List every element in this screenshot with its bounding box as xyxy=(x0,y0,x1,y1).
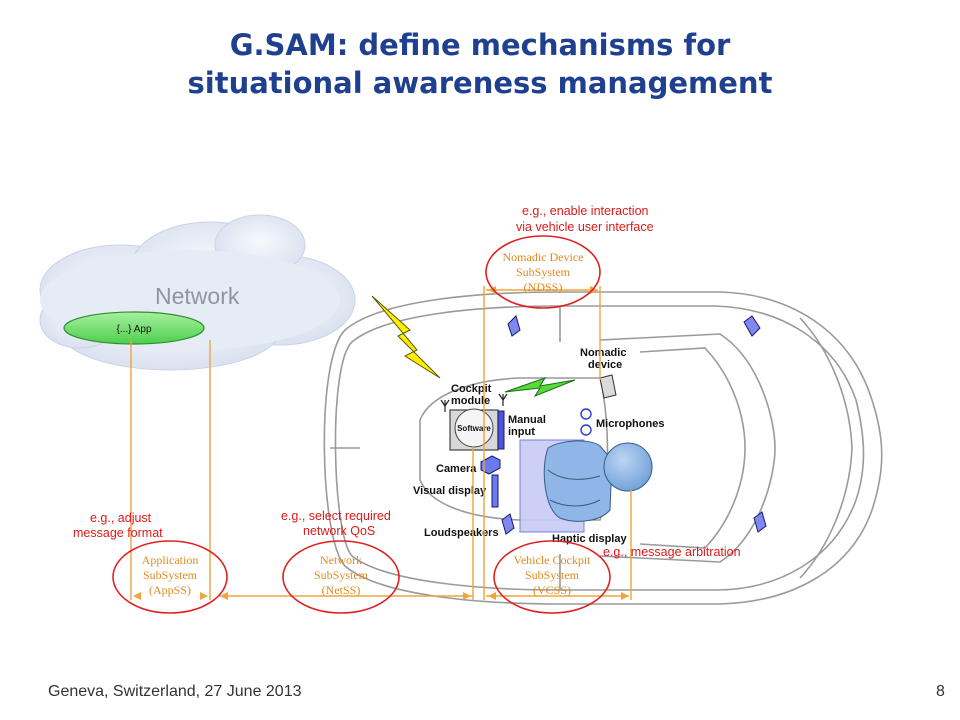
svg-text:Nomadic Device: Nomadic Device xyxy=(503,250,584,264)
antenna-icons xyxy=(440,393,508,412)
subsystem-vehicle-cockpit: Vehicle Cockpit SubSystem (VCSS) xyxy=(493,540,611,614)
subsystem-application: Application SubSystem (AppSS) xyxy=(112,540,228,614)
network-label: Network xyxy=(155,283,240,309)
title-line-2: situational awareness management xyxy=(187,66,773,100)
microphone-icons xyxy=(580,408,592,436)
connector-lines xyxy=(130,286,632,600)
footer-location-date: Geneva, Switzerland, 27 June 2013 xyxy=(48,683,302,700)
annotation-interaction-1: e.g., enable interaction xyxy=(522,204,649,218)
visual-display-label: Visual display xyxy=(413,485,487,497)
svg-text:Network: Network xyxy=(320,553,362,567)
cockpit-module-label-2: module xyxy=(451,395,490,407)
subsystem-nomadic-device: Nomadic Device SubSystem (NDSS) xyxy=(485,235,601,309)
app-label: {...} App xyxy=(116,324,151,335)
svg-text:(VCSS): (VCSS) xyxy=(533,583,571,597)
manual-input-icon xyxy=(497,410,505,450)
lightning-network-icon xyxy=(371,295,441,379)
nomadic-device-label-2: device xyxy=(588,359,622,371)
network-cloud: Network {...} App xyxy=(39,214,356,371)
visual-display-icon xyxy=(491,474,499,508)
svg-text:SubSystem: SubSystem xyxy=(516,265,571,279)
annotation-adjust-1: e.g., adjust xyxy=(90,511,152,525)
svg-text:SubSystem: SubSystem xyxy=(143,568,198,582)
loudspeakers-label: Loudspeakers xyxy=(424,527,499,539)
svg-text:(NetSS): (NetSS) xyxy=(322,583,361,597)
annotation-qos-2: network QoS xyxy=(303,524,375,538)
annotation-qos-1: e.g., select required xyxy=(281,509,391,523)
app-ellipse xyxy=(63,311,205,345)
nomadic-device-icon xyxy=(599,374,617,399)
driver-figure xyxy=(543,440,653,522)
annotation-interaction-2: via vehicle user interface xyxy=(516,220,654,234)
svg-text:SubSystem: SubSystem xyxy=(314,568,369,582)
speaker-icons xyxy=(501,315,767,535)
svg-text:(AppSS): (AppSS) xyxy=(149,583,191,597)
camera-icon xyxy=(480,455,501,475)
camera-label: Camera xyxy=(436,463,477,475)
manual-input-label-2: input xyxy=(508,426,535,438)
microphones-label: Microphones xyxy=(596,418,664,430)
slide-title: G.SAM: define mechanisms for situational… xyxy=(0,26,960,102)
annotation-adjust-2: message format xyxy=(73,526,163,540)
software-label: Software xyxy=(457,424,491,433)
subsystem-network: Network SubSystem (NetSS) xyxy=(282,540,400,614)
svg-text:Application: Application xyxy=(142,553,199,567)
annotation-arbitration: e.g., message arbitration xyxy=(603,545,741,559)
signal-nomadic-icon xyxy=(504,377,576,398)
manual-input-label-1: Manual xyxy=(508,414,546,426)
svg-text:SubSystem: SubSystem xyxy=(525,568,580,582)
title-line-1: G.SAM: define mechanisms for xyxy=(229,28,731,62)
page-number: 8 xyxy=(936,683,945,700)
nomadic-device-label-1: Nomadic xyxy=(580,347,626,359)
svg-text:Vehicle Cockpit: Vehicle Cockpit xyxy=(514,553,592,567)
svg-text:(NDSS): (NDSS) xyxy=(524,280,563,294)
connector-arrows xyxy=(133,286,629,600)
cockpit-module-label-1: Cockpit xyxy=(451,383,492,395)
haptic-display-label: Haptic display xyxy=(552,533,627,545)
